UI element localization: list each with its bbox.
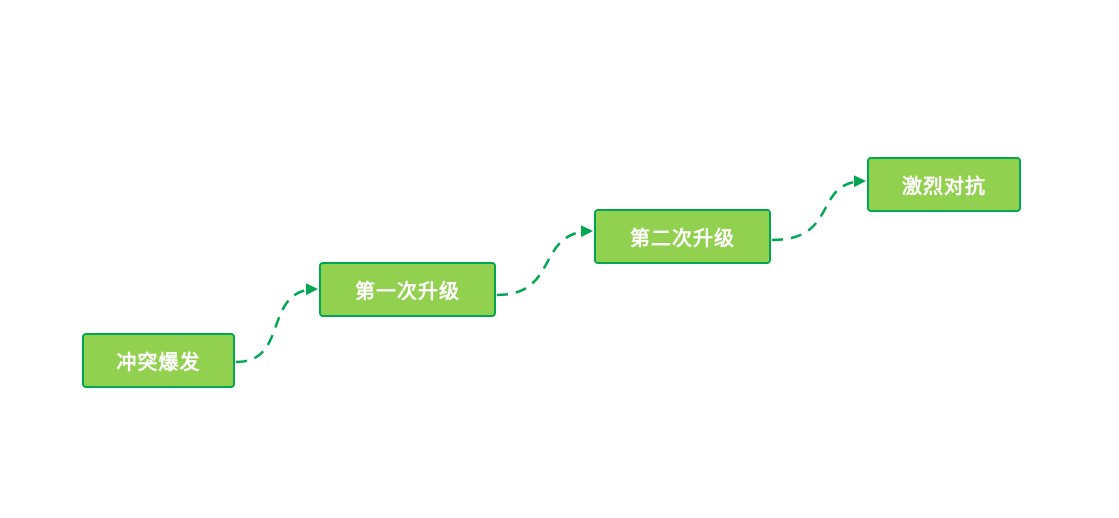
node-fierce-confrontation: 激烈对抗 [867, 157, 1021, 212]
node-label: 冲突爆发 [116, 350, 201, 374]
connector-arrow-1 [235, 283, 318, 364]
node-conflict-outbreak: 冲突爆发 [82, 333, 235, 388]
connector-arrow-2 [496, 225, 593, 297]
node-first-escalation: 第一次升级 [319, 262, 496, 317]
node-label: 激烈对抗 [902, 174, 986, 198]
connector-arrow-3 [771, 175, 866, 242]
node-label: 第二次升级 [630, 226, 735, 250]
node-label: 第一次升级 [355, 279, 460, 303]
node-second-escalation: 第二次升级 [594, 209, 771, 264]
